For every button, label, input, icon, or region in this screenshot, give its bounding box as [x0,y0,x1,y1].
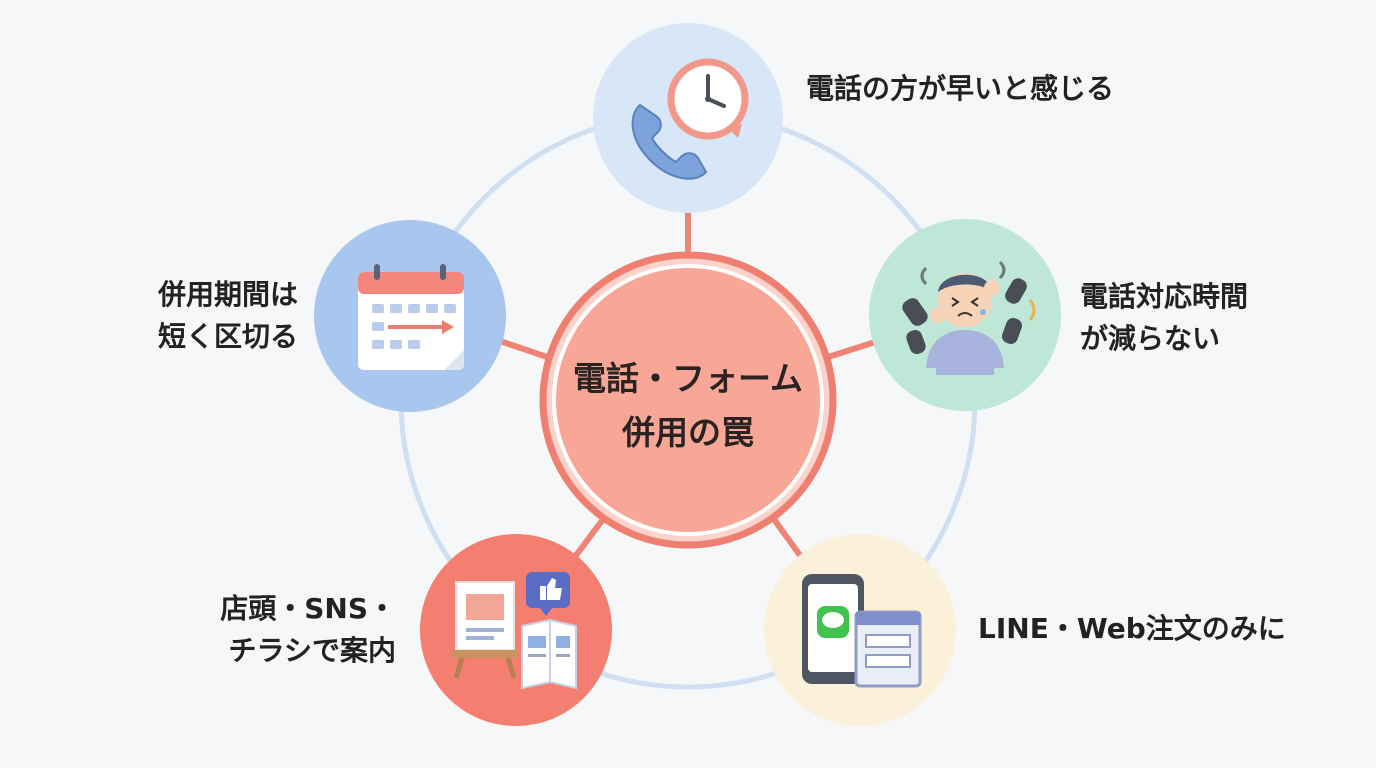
label-phone-time-line1: 電話対応時間 [1080,280,1249,313]
label-short-period: 併用期間は 短く区切る [132,274,298,358]
center-title: 電話・フォーム 併用の罠 [548,352,828,460]
label-phone-time: 電話対応時間 が減らない [1080,276,1248,360]
label-store-sns-line2: チラシで案内 [228,634,396,667]
label-phone-time-line2: が減らない [1080,322,1221,355]
spoke-bottom-left [571,515,607,561]
label-line-web: LINE・Web注文のみに [978,608,1286,650]
calendar-arrow-icon [314,220,506,412]
spoke-right [822,340,875,361]
spokes [500,209,875,561]
center-inner-circle [552,264,824,536]
phone-clock-icon [593,23,783,213]
spoke-bottom-right [770,515,805,561]
line-web-order-icon [764,534,956,726]
center-node [539,251,837,549]
center-title-line2: 併用の罠 [622,413,754,452]
label-short-period-line1: 併用期間は [157,278,298,311]
overwhelmed-person-phones-icon [869,219,1061,411]
label-line-web-line1: LINE・Web注文のみに [978,612,1286,645]
store-sns-flyer-icon [420,534,612,726]
label-store-sns-line1: 店頭・SNS・ [220,592,396,625]
center-title-line1: 電話・フォーム [572,359,803,398]
label-phone-faster-line1: 電話の方が早いと感じる [806,72,1115,105]
label-store-sns: 店頭・SNS・ チラシで案内 [200,588,396,672]
label-short-period-line2: 短く区切る [157,320,298,353]
spoke-left [500,339,553,361]
label-phone-faster: 電話の方が早いと感じる [806,68,1114,110]
